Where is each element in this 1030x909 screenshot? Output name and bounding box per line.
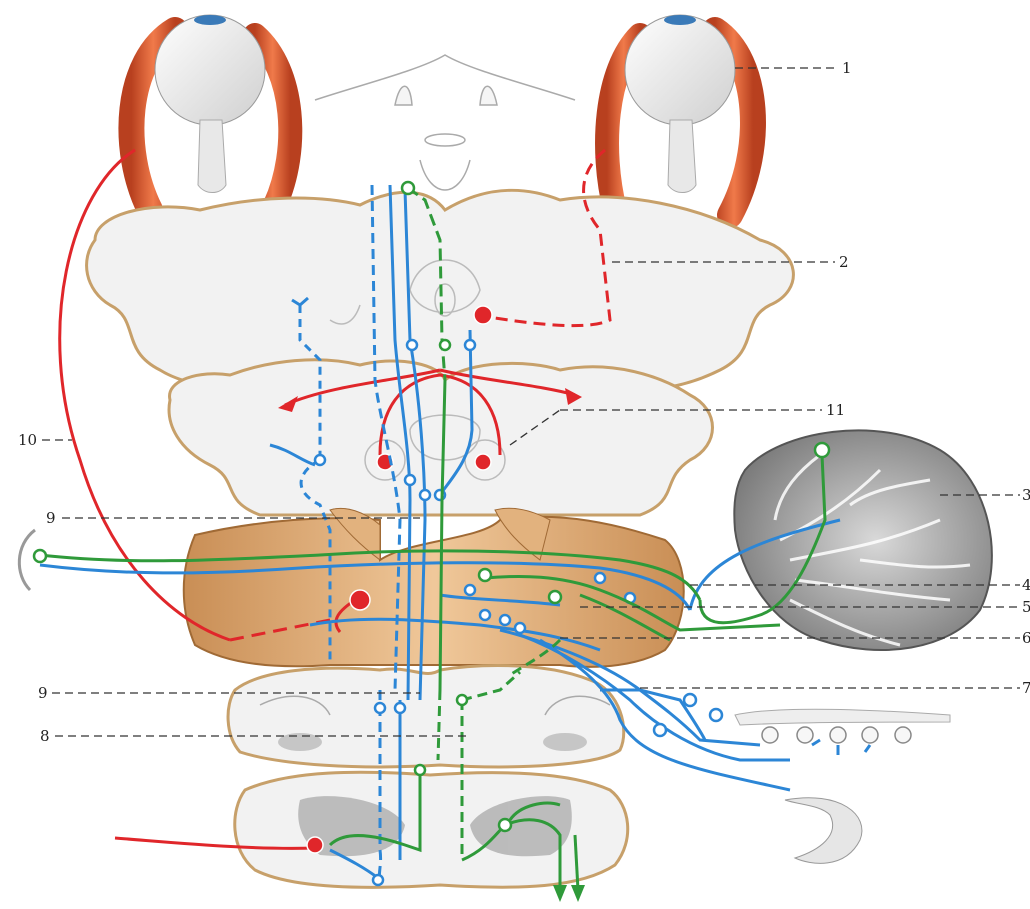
label-1: 1 <box>842 59 852 77</box>
right-eyeball <box>625 15 735 125</box>
left-iris <box>194 15 226 25</box>
label-9-lower: 9 <box>38 684 48 702</box>
right-optic-nerve <box>668 120 696 193</box>
label-9-upper: 9 <box>46 509 56 527</box>
label-3: 3 <box>1022 486 1030 504</box>
label-8: 8 <box>40 727 50 745</box>
right-iris <box>664 15 696 25</box>
semicircular-canal <box>785 798 862 864</box>
left-eye <box>131 15 290 210</box>
label-6: 6 <box>1022 629 1030 647</box>
label-11: 11 <box>826 401 845 419</box>
label-10: 10 <box>18 431 37 449</box>
label-5: 5 <box>1022 598 1030 616</box>
left-eyeball <box>155 15 265 125</box>
upper-spinal-section <box>228 666 624 767</box>
label-4: 4 <box>1022 576 1030 594</box>
hair-cells <box>762 727 911 743</box>
label-7: 7 <box>1022 679 1030 697</box>
medulla-tan-section <box>184 517 684 667</box>
optic-chiasm <box>315 55 575 190</box>
left-optic-nerve <box>198 120 226 193</box>
right-eye <box>607 15 753 215</box>
label-2: 2 <box>839 253 849 271</box>
green-arrowheads <box>553 885 585 902</box>
vestibular-receptor-left <box>19 530 35 590</box>
inner-ear-duct <box>735 709 950 725</box>
